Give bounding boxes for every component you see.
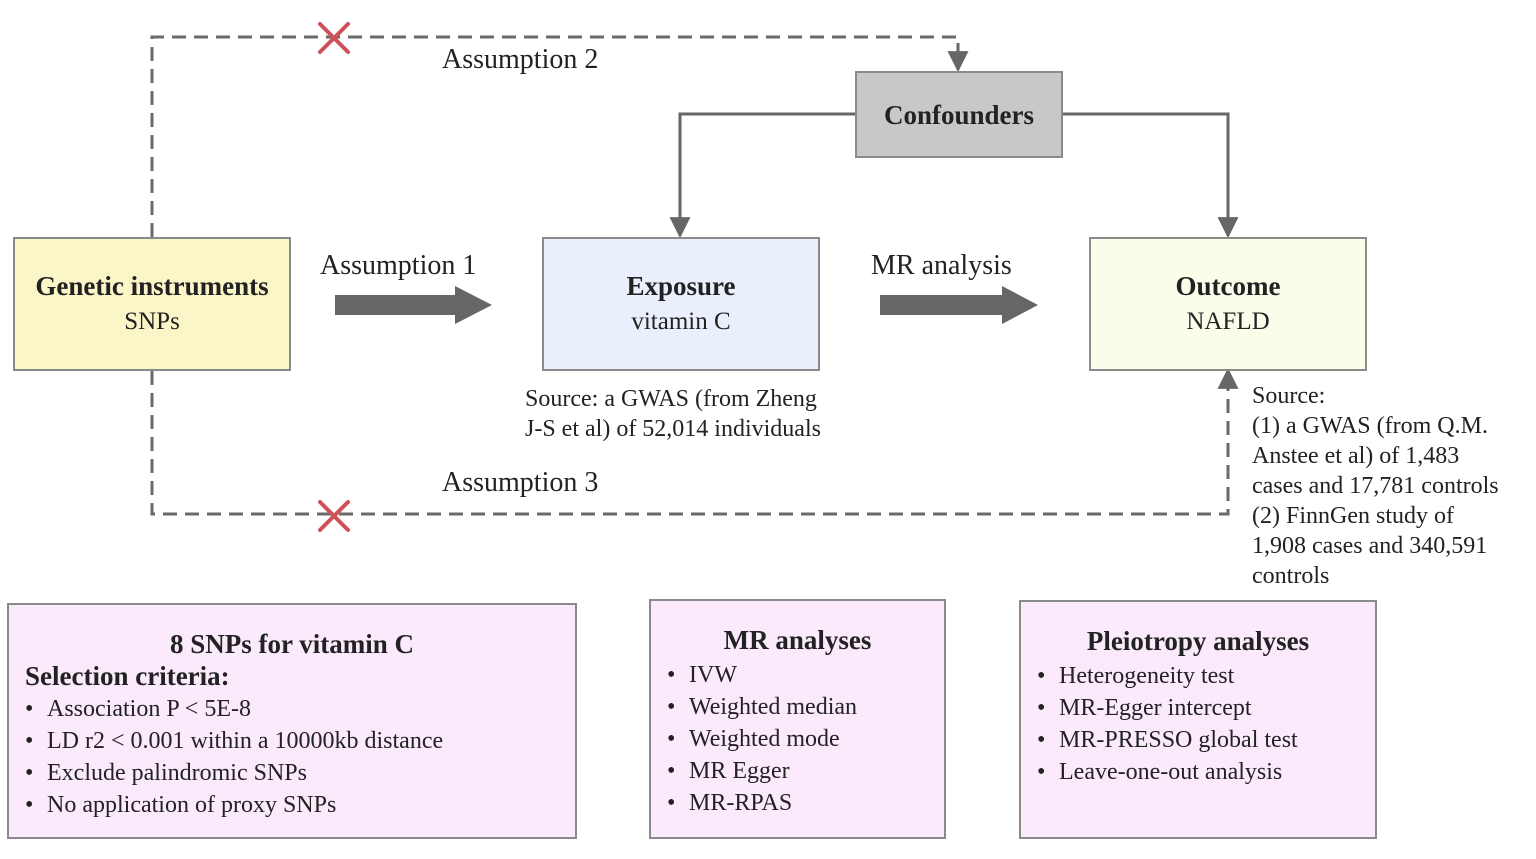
pleiotropy-title: Pleiotropy analyses — [1086, 626, 1310, 656]
list-item: Leave-one-out analysis — [1037, 756, 1359, 788]
list-item: No application of proxy SNPs — [25, 789, 559, 821]
outcome-source-line: controls — [1252, 563, 1330, 589]
confounders-box: Confounders — [855, 71, 1063, 158]
outcome-subtitle: NAFLD — [1186, 308, 1270, 335]
pleiotropy-list: Heterogeneity test MR-Egger intercept MR… — [1037, 660, 1359, 788]
snps-panel: 8 SNPs for vitamin C Selection criteria:… — [7, 603, 577, 839]
pleiotropy-panel: Pleiotropy analyses Heterogeneity test M… — [1019, 600, 1377, 839]
mr-analyses-panel: MR analyses IVW Weighted median Weighted… — [649, 599, 946, 839]
outcome-source-line: Anstee et al) of 1,483 — [1252, 443, 1460, 469]
genetic-instruments-title: Genetic instruments — [35, 271, 269, 301]
list-item: Weighted median — [667, 691, 928, 723]
list-item: LD r2 < 0.001 within a 10000kb distance — [25, 725, 559, 757]
confounders-to-exposure-arrow — [669, 112, 855, 239]
list-item: Weighted mode — [667, 723, 928, 755]
list-item: MR-RPAS — [667, 787, 928, 819]
list-item: MR Egger — [667, 755, 928, 787]
mr-analysis-label: MR analysis — [871, 250, 1012, 281]
assumption2-cross-icon — [318, 22, 350, 54]
selection-criteria-heading: Selection criteria: — [25, 661, 230, 691]
selection-criteria-list: Association P < 5E-8 LD r2 < 0.001 withi… — [25, 693, 559, 821]
confounders-title: Confounders — [883, 99, 1035, 130]
outcome-source-line: 1,908 cases and 340,591 — [1252, 533, 1488, 559]
assumption3-dashed-path — [150, 367, 1239, 516]
assumption1-block-arrow — [335, 286, 492, 324]
outcome-source-line: Source: — [1252, 383, 1326, 409]
exposure-source-line: J-S et al) of 52,014 individuals — [525, 416, 821, 442]
list-item: Exclude palindromic SNPs — [25, 757, 559, 789]
exposure-source-text: Source: a GWAS (from Zheng J-S et al) of… — [525, 384, 821, 444]
exposure-title: Exposure — [626, 271, 736, 301]
list-item: IVW — [667, 659, 928, 691]
genetic-instruments-subtitle: SNPs — [124, 308, 180, 335]
outcome-title: Outcome — [1175, 271, 1281, 301]
exposure-source-line: Source: a GWAS (from Zheng — [525, 386, 817, 412]
outcome-source-text: Source: (1) a GWAS (from Q.M. Anstee et … — [1252, 381, 1499, 591]
genetic-instruments-box: Genetic instruments SNPs — [13, 237, 291, 371]
mr-analyses-title: MR analyses — [723, 625, 872, 655]
assumption3-cross-icon — [318, 500, 350, 532]
mr-analysis-block-arrow — [880, 286, 1038, 324]
confounders-to-outcome-arrow — [1063, 112, 1239, 239]
outcome-source-line: cases and 17,781 controls — [1252, 473, 1499, 499]
list-item: Association P < 5E-8 — [25, 693, 559, 725]
list-item: MR-PRESSO global test — [1037, 724, 1359, 756]
assumption2-dashed-path — [150, 35, 969, 237]
list-item: MR-Egger intercept — [1037, 692, 1359, 724]
list-item: Heterogeneity test — [1037, 660, 1359, 692]
assumption2-label: Assumption 2 — [442, 44, 599, 75]
exposure-subtitle: vitamin C — [631, 308, 731, 335]
outcome-box: Outcome NAFLD — [1089, 237, 1367, 371]
assumption3-label: Assumption 3 — [442, 467, 599, 498]
outcome-source-line: (1) a GWAS (from Q.M. — [1252, 413, 1488, 439]
mr-analyses-list: IVW Weighted median Weighted mode MR Egg… — [667, 659, 928, 819]
assumption1-label: Assumption 1 — [320, 250, 477, 281]
snps-panel-title: 8 SNPs for vitamin C — [169, 629, 414, 659]
exposure-box: Exposure vitamin C — [542, 237, 820, 371]
outcome-source-line: (2) FinnGen study of — [1252, 503, 1454, 529]
